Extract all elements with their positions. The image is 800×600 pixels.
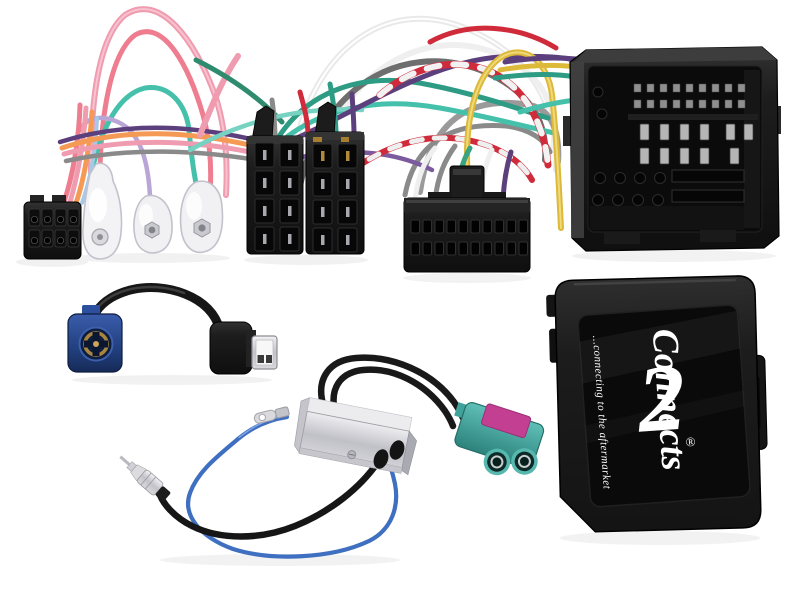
brand-numeral: 2 xyxy=(632,344,689,453)
micro-8pin-connector xyxy=(23,195,82,260)
latch-tab xyxy=(30,195,44,205)
fakra-hsd-connector xyxy=(67,305,123,373)
usb-plug xyxy=(209,321,278,375)
twin-fakra-connector xyxy=(454,402,545,476)
crimp-terminals xyxy=(82,162,224,260)
brand-label: ...connecting to the aftermarket Connect… xyxy=(577,304,751,508)
ring-terminal xyxy=(253,406,290,424)
crimp-terminal-2 xyxy=(133,194,173,254)
brand-script: Connects xyxy=(644,327,695,471)
ground-shadows xyxy=(16,250,776,566)
amplifier-box xyxy=(294,397,417,476)
antenna-amplifier xyxy=(119,354,545,559)
pin20-connector xyxy=(403,165,531,273)
registered-mark: ® xyxy=(685,434,696,450)
iso-connector-b xyxy=(305,101,365,255)
quadlock-connector xyxy=(563,46,781,252)
latch xyxy=(251,105,275,141)
earth-wire xyxy=(186,414,399,559)
fakra-usb-adapter xyxy=(67,283,278,375)
crimp-terminal-3 xyxy=(179,180,224,254)
crimp-terminal-1 xyxy=(82,162,123,260)
latch xyxy=(314,101,337,137)
latch-tab xyxy=(52,195,66,205)
din-antenna-plug xyxy=(119,455,171,502)
iso-connector-a xyxy=(246,105,304,255)
interface-box: ...connecting to the aftermarket Connect… xyxy=(546,275,768,533)
